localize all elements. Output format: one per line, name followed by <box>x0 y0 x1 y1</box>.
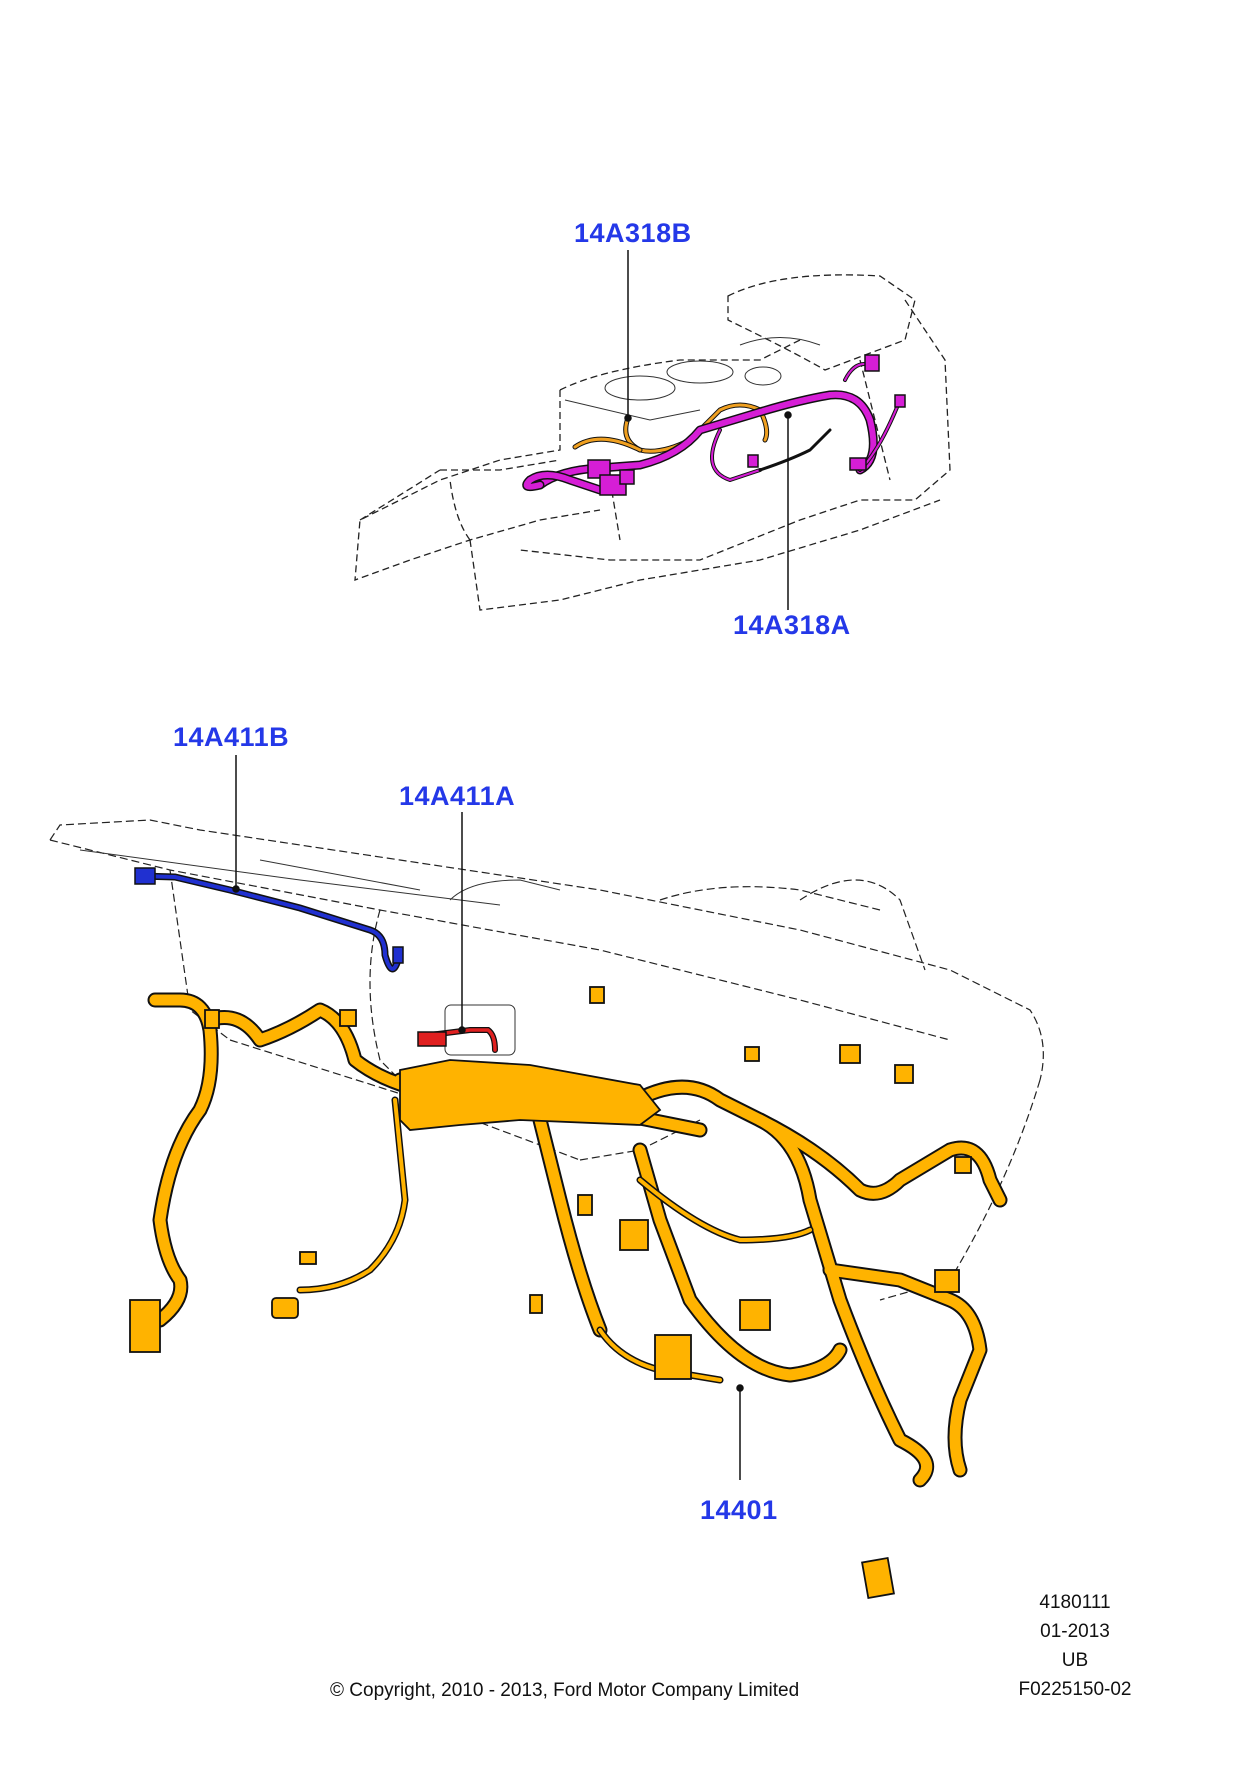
connectors-14401 <box>129 986 972 1600</box>
harness-14401-trunk <box>399 1059 662 1131</box>
callout-14A318B: 14A318B <box>574 218 692 248</box>
stamp-date: 01-2013 <box>1040 1621 1110 1642</box>
harness-14401 <box>147 992 1008 1488</box>
instrument-panel-detail-lines <box>79 849 561 1056</box>
leader-lines-upper <box>624 250 792 610</box>
harness-14A318A <box>522 362 902 495</box>
stamp-code: UB <box>1061 1650 1089 1671</box>
connector-14A411A <box>417 1031 447 1047</box>
instrument-panel-outline <box>49 819 1044 1301</box>
callout-14401: 14401 <box>700 1495 778 1525</box>
leader-lines-lower <box>232 755 744 1480</box>
callout-14A318A: 14A318A <box>733 610 851 640</box>
harness-14A318B <box>572 402 770 454</box>
callout-14A411B: 14A411B <box>173 722 290 752</box>
console-detail-lines <box>564 337 821 421</box>
stamp-figure-id: F0225150-02 <box>1018 1679 1132 1700</box>
stamp-illustration-number: 4180111 <box>1039 1592 1111 1613</box>
copyright-notice: © Copyright, 2010 - 2013, Ford Motor Com… <box>330 1680 800 1701</box>
center-console-outline <box>354 274 951 611</box>
harness-14A411B <box>136 872 402 973</box>
connector-14A411B-left <box>134 867 156 885</box>
connectors-14A318A <box>587 354 906 496</box>
harness-14A411A <box>427 1027 498 1053</box>
connector-14A411B-right <box>392 946 404 964</box>
drawing-stamp: 4180111 01-2013 UB F0225150-02 <box>1000 1588 1150 1704</box>
callout-14A411A: 14A411A <box>399 781 516 811</box>
